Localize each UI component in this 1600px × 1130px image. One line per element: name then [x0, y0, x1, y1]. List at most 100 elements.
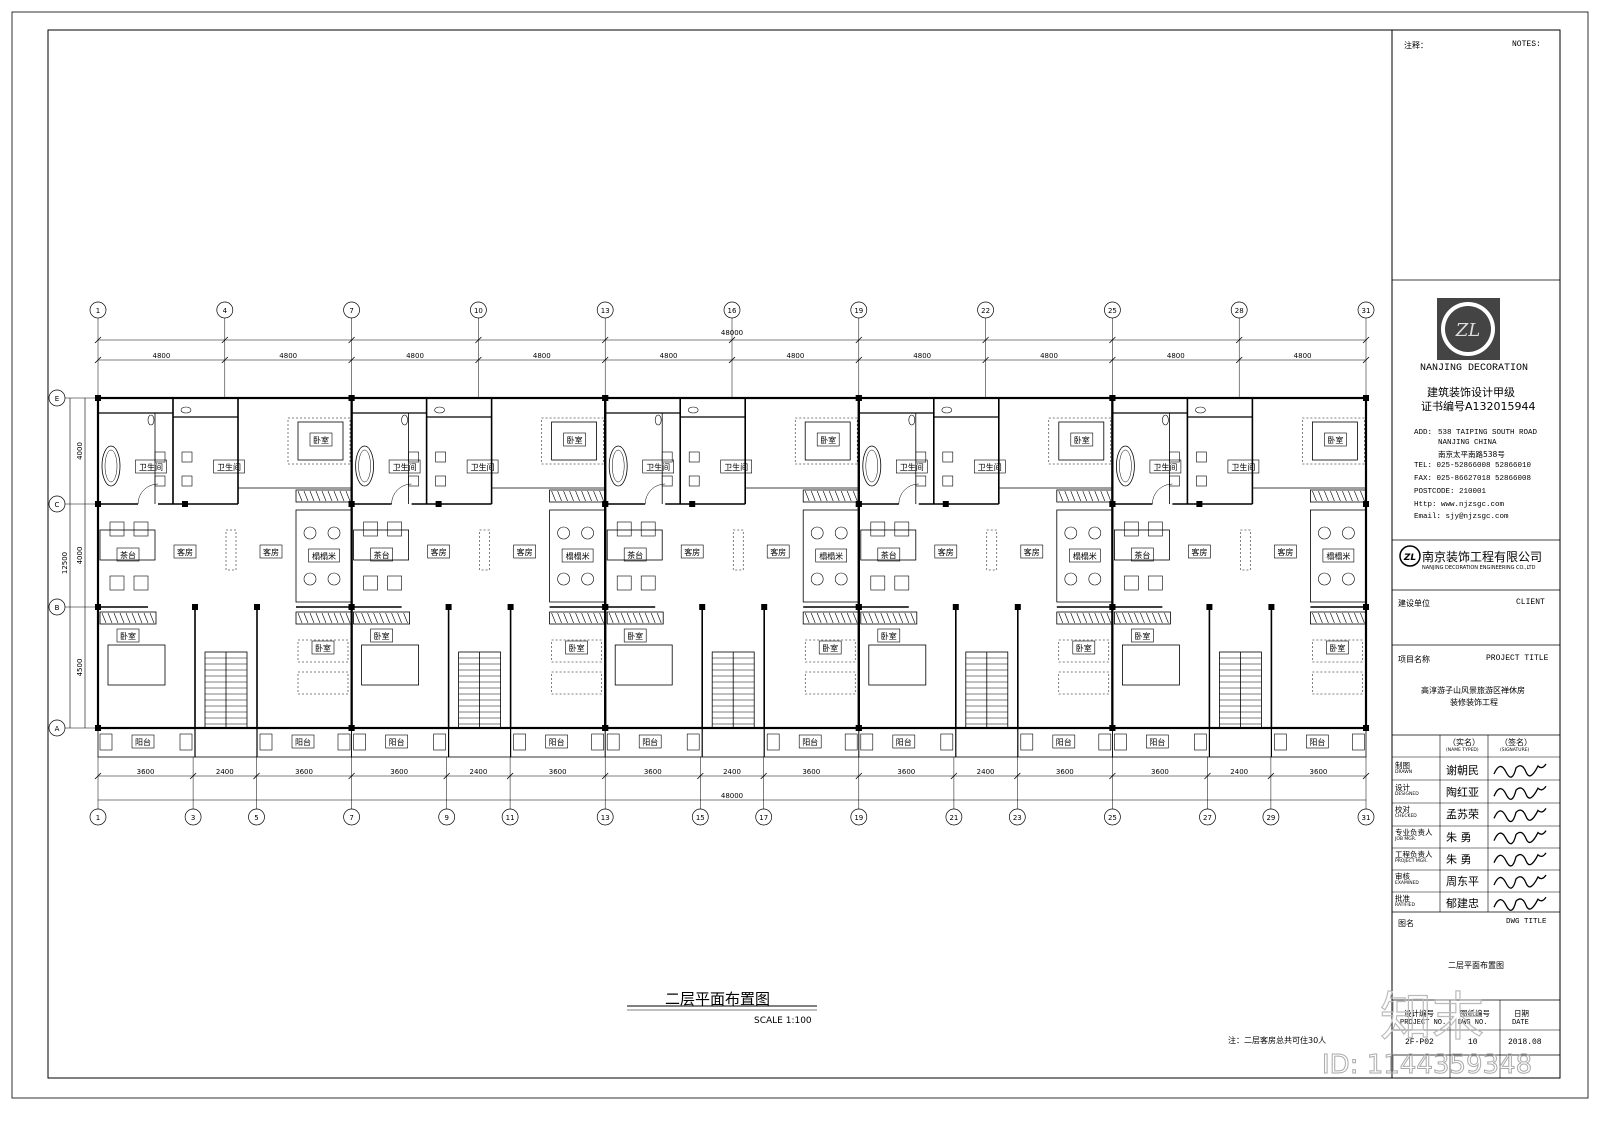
room-label: 卫生间	[900, 462, 924, 472]
bathtub-icon	[101, 445, 121, 487]
bed-icon	[551, 639, 602, 663]
room-label: 茶台	[1134, 550, 1150, 560]
sink-icon	[1196, 475, 1207, 487]
dwg-no-label-cn: 图纸编号	[1460, 1009, 1490, 1018]
bed-icon	[297, 421, 344, 461]
chair-icon	[1148, 521, 1163, 537]
wardrobe-hanger	[587, 490, 592, 502]
chair-icon	[870, 521, 886, 537]
staff-role-cn: 制图	[1395, 761, 1410, 770]
structural-column	[855, 395, 862, 401]
sink-icon	[915, 475, 927, 487]
room-label-box	[973, 459, 1006, 474]
dimension-left: 4500	[76, 659, 84, 677]
dimension-bottom: 2400	[1230, 768, 1248, 776]
door-swing	[898, 483, 919, 505]
bed-icon	[107, 644, 166, 686]
wardrobe-hanger	[563, 490, 568, 502]
wardrobe-hanger	[339, 612, 345, 624]
toilet-icon	[180, 406, 192, 414]
structural-column	[602, 395, 609, 401]
room-label-box	[116, 628, 140, 643]
room-label: 卫生间	[724, 462, 748, 472]
room-label: 阳台	[1149, 737, 1165, 747]
col-name-cn: （实名）	[1448, 738, 1480, 747]
wardrobe-hanger	[816, 612, 822, 624]
wardrobe-hanger	[587, 612, 592, 624]
chair-icon	[1124, 575, 1139, 591]
grid-axis-row-label: E	[55, 395, 59, 403]
room-label: 茶台	[627, 550, 643, 560]
dimension-bottom: 3600	[549, 768, 567, 776]
wardrobe-hanger	[886, 612, 892, 624]
grid-axis-row-label: A	[55, 725, 60, 733]
room-label-box	[309, 432, 333, 447]
sink-icon	[1169, 451, 1180, 463]
sink-icon	[408, 475, 419, 487]
dimension-bottom: 2400	[216, 768, 234, 776]
dimension-top: 4800	[1167, 352, 1185, 360]
dimension-top: 4800	[406, 352, 424, 360]
wardrobe-hanger	[593, 612, 598, 624]
bathtub-icon	[862, 445, 882, 487]
dimension-top: 4800	[279, 352, 297, 360]
sliding-door	[225, 529, 237, 571]
room-label: 卫生间	[393, 462, 417, 472]
bed-icon	[297, 671, 349, 695]
address-1: 538 TAIPING SOUTH ROAD	[1438, 429, 1538, 437]
balcony-planter	[1020, 733, 1034, 751]
cushion-icon	[327, 572, 341, 586]
staff-role-en: EXAMINED	[1395, 881, 1419, 886]
dimension-top: 4800	[152, 352, 170, 360]
notes-cn: 注释：	[1404, 41, 1428, 50]
room-label-box	[466, 459, 499, 474]
email: Email: sjy@njzsgc.com	[1414, 513, 1509, 521]
wardrobe-hanger	[557, 490, 562, 502]
room-label-box	[513, 544, 536, 559]
wardrobe-hanger	[297, 490, 303, 502]
door-swing	[391, 483, 412, 505]
wardrobe-hanger	[599, 490, 604, 502]
cushion-icon	[303, 572, 317, 586]
wardrobe-hanger	[1128, 612, 1133, 624]
room-label: 卧室	[569, 643, 585, 653]
toilet-icon	[908, 414, 916, 426]
wardrobe-hanger	[632, 612, 638, 624]
dimension-bottom: 3600	[137, 768, 155, 776]
sink-icon	[181, 475, 193, 487]
staff-role-cn: 校对	[1395, 805, 1410, 815]
grid-axis-bottom-bubble	[343, 808, 360, 826]
wardrobe	[1114, 611, 1171, 625]
grid-axis-bottom-bubble	[691, 808, 709, 826]
wardrobe-hanger	[1064, 490, 1070, 502]
bathtub-icon	[608, 445, 628, 487]
bed-icon	[614, 644, 673, 686]
grid-axis-bottom-bubble	[596, 808, 614, 826]
room-label-box	[311, 640, 335, 655]
wardrobe-hanger	[1100, 612, 1106, 624]
cushion-icon	[1342, 526, 1355, 540]
dimension-bottom: 3600	[1056, 768, 1074, 776]
grid-axis-bottom-label: 5	[254, 814, 258, 822]
wardrobe-hanger	[1088, 490, 1094, 502]
room-label-box	[1070, 432, 1094, 447]
grid-axis-row-bubble	[48, 495, 66, 513]
drawing-scale: SCALE 1:100	[754, 1016, 812, 1026]
door-swing	[137, 483, 159, 505]
project-label-en: PROJECT TITLE	[1486, 654, 1549, 663]
company-name-en: NANJING DECORATION	[1420, 363, 1529, 374]
grid-axis-bottom-bubble	[1008, 808, 1026, 826]
grid-axis-bottom-label: 13	[601, 814, 610, 822]
wardrobe	[860, 611, 918, 625]
sink-icon	[435, 475, 446, 487]
balcony-planter	[860, 733, 874, 751]
dimension-total-top: 48000	[721, 329, 743, 337]
wardrobe-hanger	[1152, 612, 1157, 624]
room-label-box	[1131, 628, 1154, 643]
room-label-box	[1146, 734, 1169, 749]
room-label: 榻榻米	[566, 551, 590, 561]
room-label: 卧室	[315, 643, 331, 653]
logo-disc	[1445, 306, 1491, 352]
room-label-box	[1324, 432, 1347, 447]
grid-axis-bottom-bubble	[1262, 808, 1280, 826]
